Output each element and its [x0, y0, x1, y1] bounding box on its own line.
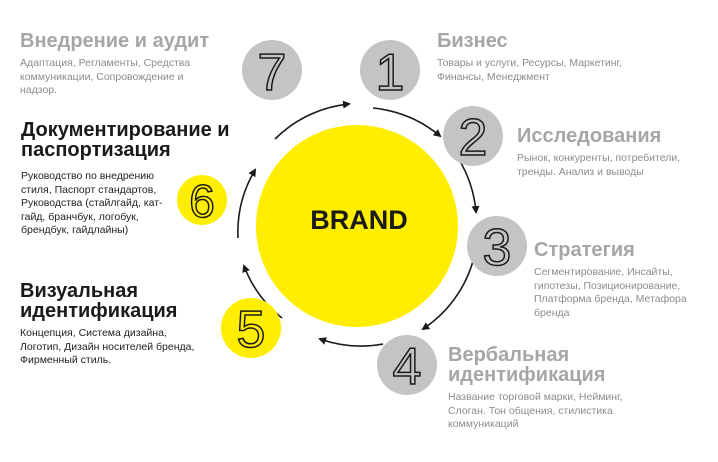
- step-1-badge: 1: [360, 40, 420, 103]
- step-3-number: 3: [483, 219, 512, 277]
- brand-label: BRAND: [310, 205, 408, 235]
- step-7-title: Внедрение и аудит: [20, 30, 210, 52]
- step-7-badge: 7: [242, 40, 302, 103]
- step-2-title: Исследования: [517, 125, 662, 147]
- step-2-description: Рынок, конкуренты, потребители, тренды. …: [517, 152, 681, 178]
- arrow-1-to-2: [372, 107, 442, 138]
- step-6-description: Руководство по внедрению стиля, Паспорт …: [21, 170, 163, 236]
- step-3-block: Стратегия Сегментирование, Инсайты, гипо…: [534, 240, 709, 320]
- step-5-badge: 5: [221, 298, 281, 360]
- arrow-6-to-7: [237, 168, 257, 239]
- step-6-block: Документирование и паспортизация Руковод…: [21, 120, 251, 238]
- arrow-5-to-6: [242, 264, 283, 319]
- step-3-title: Стратегия: [534, 239, 635, 261]
- step-1-description: Товары и услуги, Ресурсы, Маркетинг, Фин…: [437, 57, 623, 83]
- step-1-block: Бизнес Товары и услуги, Ресурсы, Маркети…: [437, 31, 667, 84]
- step-5-block: Визуальная идентификация Концепция, Сист…: [20, 281, 220, 368]
- step-6-number: 6: [189, 175, 215, 227]
- arrow-4-to-5: [318, 337, 384, 347]
- brand-center-circle: [256, 125, 458, 327]
- step-2-block: Исследования Рынок, конкуренты, потребит…: [517, 126, 712, 179]
- step-7-block: Внедрение и аудит Адаптация, Регламенты,…: [20, 31, 240, 98]
- step-6-badge: 6: [177, 174, 227, 228]
- step-4-block: Вербальная идентификация Название торгов…: [448, 345, 663, 432]
- step-1-title: Бизнес: [437, 30, 508, 52]
- step-2-number: 2: [459, 109, 488, 167]
- step-4-badge: 4: [377, 335, 437, 397]
- step-4-number: 4: [393, 338, 422, 396]
- step-1-number: 1: [376, 44, 405, 102]
- step-6-title: Документирование и паспортизация: [21, 119, 230, 161]
- step-2-badge: 2: [443, 106, 503, 168]
- step-4-description: Название торговой марки, Нейминг, Слоган…: [448, 391, 623, 430]
- step-3-badge: 3: [467, 216, 527, 278]
- step-5-title: Визуальная идентификация: [20, 280, 178, 322]
- step-5-number: 5: [237, 301, 266, 359]
- step-4-title: Вербальная идентификация: [448, 344, 606, 386]
- step-3-description: Сегментирование, Инсайты, гипотезы, Пози…: [534, 266, 687, 319]
- step-7-number: 7: [258, 44, 287, 102]
- step-7-description: Адаптация, Регламенты, Средства коммуник…: [20, 57, 191, 96]
- arrow-7-to-1: [274, 100, 351, 140]
- step-5-description: Концепция, Система дизайна, Логотип, Диз…: [20, 327, 195, 366]
